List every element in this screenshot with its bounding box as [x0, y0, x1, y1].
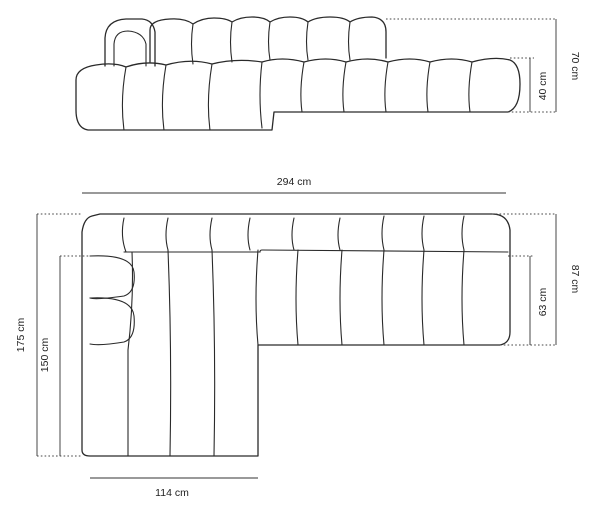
seat-height-label: 40 cm [537, 71, 549, 100]
front-view: 70 cm 40 cm [75, 16, 581, 131]
chaise-width-label: 114 cm [155, 487, 189, 499]
top-view-outline [81, 213, 511, 457]
chaise-length-label: 150 cm [39, 338, 51, 373]
height-total-label: 70 cm [569, 52, 581, 81]
seat-depth-label: 63 cm [537, 287, 549, 316]
total-width-label: 294 cm [277, 176, 312, 188]
front-view-seat [75, 57, 521, 131]
back-depth-label: 87 cm [569, 265, 581, 294]
front-view-armrest [104, 18, 156, 67]
top-view: 294 cm 175 cm 1 [15, 176, 581, 499]
total-depth-label: 175 cm [15, 318, 27, 353]
